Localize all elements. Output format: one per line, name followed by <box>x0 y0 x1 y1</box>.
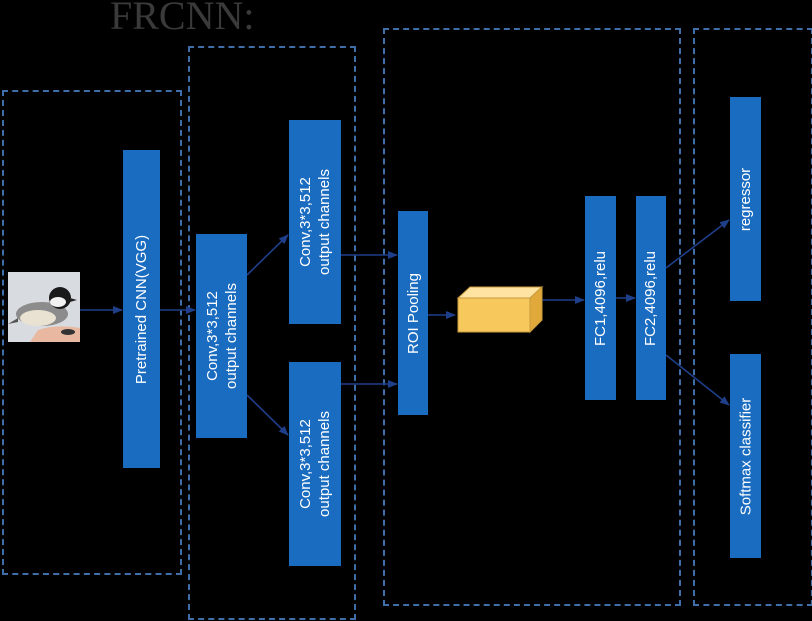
group-rpn <box>188 46 356 620</box>
conv-bottom-block: Conv,3*3,512 output channels <box>289 362 341 566</box>
roi-pooling-block: ROI Pooling <box>398 211 428 415</box>
conv-top-block: Conv,3*3,512 output channels <box>289 120 341 324</box>
arrow-fc2-to-softmax <box>665 354 730 406</box>
diagram-title: FRCNN: <box>110 0 255 38</box>
input-bird-image <box>8 272 80 342</box>
bird-photo-icon <box>8 272 80 342</box>
group-roi-fc <box>383 28 681 606</box>
group-backbone <box>2 90 182 575</box>
fc2-block: FC2,4096,relu <box>636 196 666 400</box>
softmax-classifier-block: Softmax classifier <box>730 354 761 558</box>
pretrained-cnn-block: Pretrained CNN(VGG) <box>123 150 160 468</box>
arrow-conv-to-bottom <box>246 394 289 436</box>
fc1-block: FC1,4096,relu <box>585 196 616 400</box>
regressor-block: regressor <box>730 97 761 301</box>
pooled-feature-box-icon <box>456 285 544 334</box>
conv-main-block: Conv,3*3,512 output channels <box>196 234 247 438</box>
arrow-conv-to-top <box>246 234 289 276</box>
arrow-fc2-to-regressor <box>665 219 730 269</box>
